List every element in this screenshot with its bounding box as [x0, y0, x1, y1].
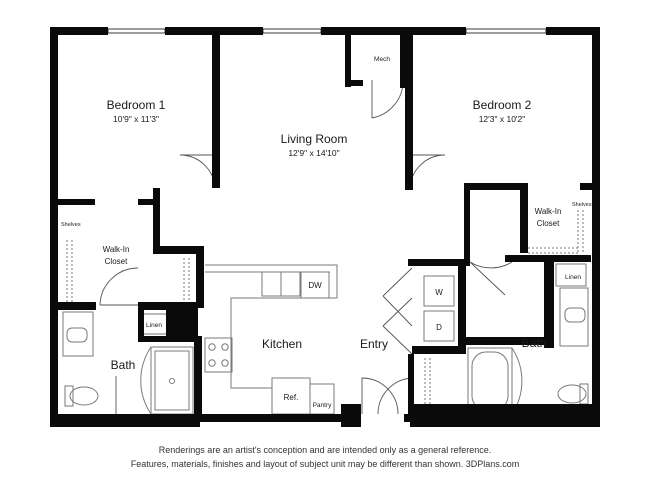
dw-label: DW [308, 281, 322, 290]
floor-plan: Bedroom 1 10'9" x 11'3" Bedroom 2 12'3" … [50, 27, 600, 427]
bedroom2-dims: 12'3" x 10'2" [479, 114, 526, 124]
disclaimer-line-2: Features, materials, finishes and layout… [130, 459, 520, 469]
bath2-name: Bath [522, 336, 547, 350]
mech-label: Mech [374, 56, 390, 63]
shower [150, 346, 194, 415]
toilet-left [69, 386, 99, 406]
stove [204, 337, 233, 373]
vanity-left [62, 311, 94, 357]
closet2-line2: Closet [537, 219, 560, 228]
bath1-name: Bath [111, 358, 136, 372]
pantry-label: Pantry [313, 402, 333, 409]
washer [423, 275, 455, 307]
closet1-line1: Walk-In [103, 245, 130, 254]
linen-right-label: Linen [565, 274, 581, 281]
dryer [423, 310, 455, 342]
walls [50, 27, 600, 427]
toilet-right [557, 384, 587, 404]
room-labels: Bedroom 1 10'9" x 11'3" Bedroom 2 12'3" … [103, 98, 562, 372]
closet1-line2: Closet [105, 257, 128, 266]
linen-closet-right [555, 263, 587, 287]
kitchen-counter [205, 264, 338, 389]
dryer-label: D [436, 323, 442, 332]
bedroom1-name: Bedroom 1 [107, 98, 166, 112]
fixture-labels: Mech DW W D Ref. Pantry Linen Linen Shel… [61, 56, 592, 409]
door-swings [99, 80, 513, 415]
disclaimer-line-1: Renderings are an artist's conception an… [158, 445, 492, 455]
living-room-name: Living Room [281, 132, 348, 146]
vanity-right [559, 287, 589, 347]
linen-left-label: Linen [146, 322, 162, 329]
kitchen-name: Kitchen [262, 337, 302, 351]
dishwasher [300, 271, 330, 299]
living-room-dims: 12'9" x 14'10" [288, 148, 339, 158]
shelves-left-label: Shelves [61, 222, 81, 228]
entry-name: Entry [360, 337, 388, 351]
shelves-right-label: Shelves [572, 202, 592, 208]
pantry [309, 383, 335, 415]
closet2-line1: Walk-In [535, 207, 562, 216]
ref-label: Ref. [284, 393, 299, 402]
washer-label: W [435, 288, 443, 297]
bedroom1-dims: 10'9" x 11'3" [113, 114, 159, 124]
bedroom2-name: Bedroom 2 [473, 98, 532, 112]
